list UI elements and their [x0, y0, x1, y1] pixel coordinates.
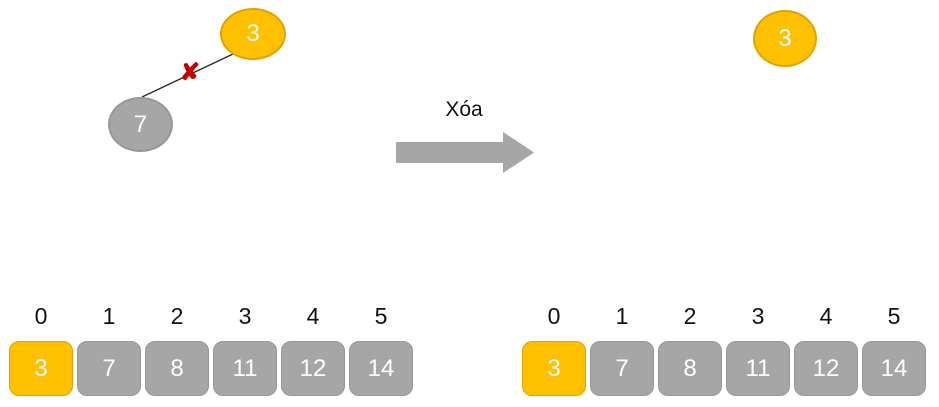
array-index-label: 1 [102, 303, 116, 329]
after-array: 0 1 2 3 4 5 3 7 8 11 12 14 [522, 302, 926, 396]
array-index-label: 2 [170, 303, 184, 329]
before-array-cell-row: 3 7 8 11 12 14 [9, 341, 413, 396]
array-cell: 7 [590, 341, 654, 396]
array-cell: 8 [145, 341, 209, 396]
after-array-index-row: 0 1 2 3 4 5 [522, 302, 926, 330]
array-cell: 11 [213, 341, 277, 396]
array-cell: 3 [522, 341, 586, 396]
before-tree-child-node: 7 [108, 97, 173, 152]
array-cell: 14 [862, 341, 926, 396]
action-label: Xóa [445, 98, 483, 121]
tree-edge [141, 53, 234, 98]
array-cell: 11 [726, 341, 790, 396]
array-index-label: 0 [547, 303, 561, 329]
after-tree-root-node: 3 [753, 10, 817, 67]
delete-cross-icon: ✘ [180, 59, 201, 86]
array-index-label: 3 [751, 303, 765, 329]
array-index-label: 2 [683, 303, 697, 329]
array-cell: 3 [9, 341, 73, 396]
array-index-label: 4 [819, 303, 833, 329]
array-cell: 14 [349, 341, 413, 396]
array-index-label: 1 [615, 303, 629, 329]
before-tree-root-node: 3 [220, 8, 286, 60]
array-cell: 12 [281, 341, 345, 396]
before-array-index-row: 0 1 2 3 4 5 [9, 302, 413, 330]
array-cell: 7 [77, 341, 141, 396]
array-index-label: 0 [34, 303, 48, 329]
array-index-label: 5 [887, 303, 901, 329]
array-cell: 12 [794, 341, 858, 396]
before-array: 0 1 2 3 4 5 3 7 8 11 12 14 [9, 302, 413, 396]
array-index-label: 5 [374, 303, 388, 329]
after-array-cell-row: 3 7 8 11 12 14 [522, 341, 926, 396]
array-index-label: 4 [306, 303, 320, 329]
arrow-right-icon [396, 132, 534, 173]
array-cell: 8 [658, 341, 722, 396]
array-index-label: 3 [238, 303, 252, 329]
